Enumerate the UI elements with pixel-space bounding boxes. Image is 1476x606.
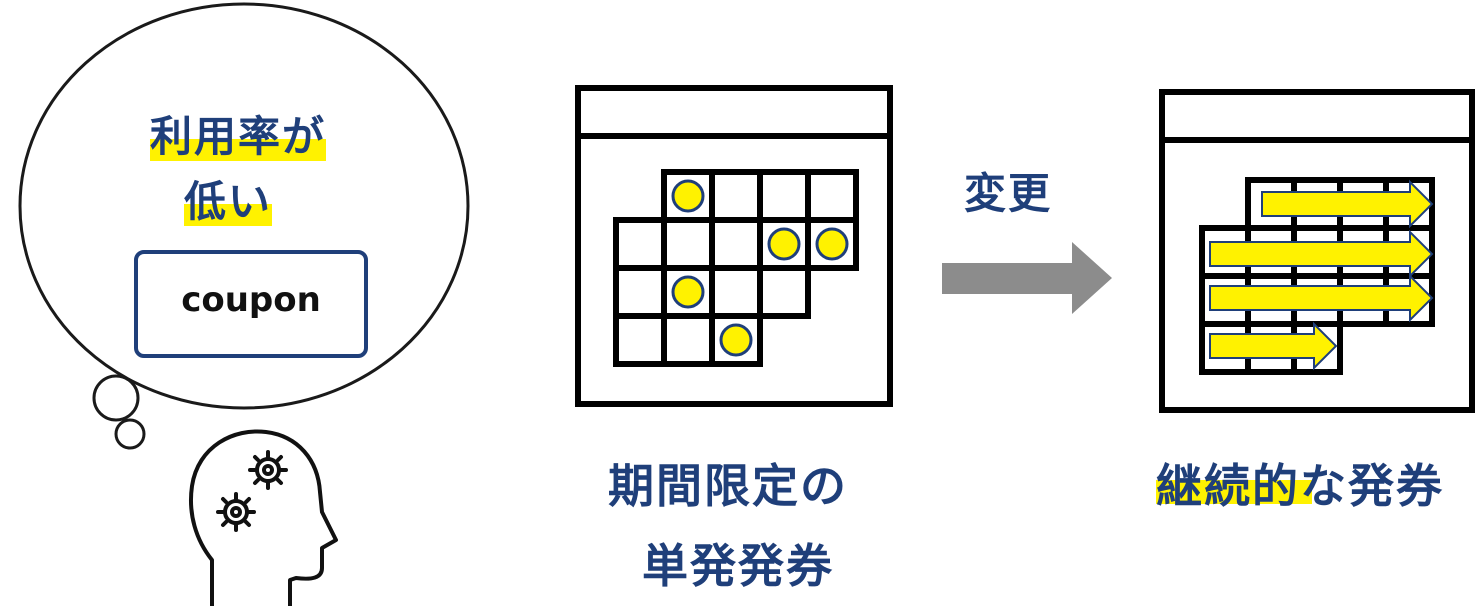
calendar-cell	[757, 169, 811, 223]
continuous-arrow	[1209, 229, 1434, 279]
coupon-marks	[671, 179, 849, 357]
calendar-cell	[613, 265, 667, 319]
bubble-dot-large	[92, 374, 140, 422]
continuous-arrow	[1209, 273, 1434, 323]
before-caption-line-2: 単発発券	[642, 539, 834, 593]
calendar-cell	[661, 217, 715, 271]
coupon-dot	[767, 227, 801, 261]
after-caption: 継続的な発券	[1156, 450, 1444, 516]
calendar-cell	[709, 169, 763, 223]
coupon-box	[134, 250, 368, 358]
calendar-single-use-icon	[575, 85, 893, 407]
calendar-grid-left	[613, 169, 859, 367]
continuous-arrows	[1209, 179, 1434, 371]
continuous-arrow	[1261, 179, 1434, 229]
before-caption-line-1: 期間限定の	[608, 459, 848, 513]
after-caption-highlight: 継続的	[1156, 459, 1300, 513]
thought-line-1-text: 利用率が	[150, 112, 327, 161]
thought-line-1: 利用率が	[150, 103, 327, 164]
change-label: 変更	[964, 169, 1053, 218]
calendar-cell	[709, 265, 763, 319]
coupon-dot	[671, 275, 705, 309]
coupon-dot	[815, 227, 849, 261]
coupon-dot	[719, 323, 753, 357]
bubble-dot-small	[114, 418, 146, 450]
continuous-arrow	[1209, 321, 1338, 371]
gear-icon-lower	[216, 492, 256, 532]
coupon-label: coupon	[181, 280, 321, 320]
calendar-continuous-icon	[1159, 89, 1475, 413]
caption-highlight	[1156, 480, 1312, 504]
thought-line-2: 低い	[184, 168, 273, 229]
calendar-cell	[757, 265, 811, 319]
coupon-dot	[671, 179, 705, 213]
gear-icon-upper	[248, 450, 288, 490]
calendar-cell	[709, 217, 763, 271]
after-caption-rest: な発券	[1300, 459, 1444, 513]
calendar-cell	[613, 313, 667, 367]
head-with-gears-icon	[189, 429, 338, 606]
thought-line-2-text: 低い	[184, 177, 273, 226]
calendar-cell	[805, 169, 859, 223]
calendar-cell	[613, 217, 667, 271]
calendar-cell	[661, 313, 715, 367]
right-arrow-icon	[942, 242, 1112, 314]
